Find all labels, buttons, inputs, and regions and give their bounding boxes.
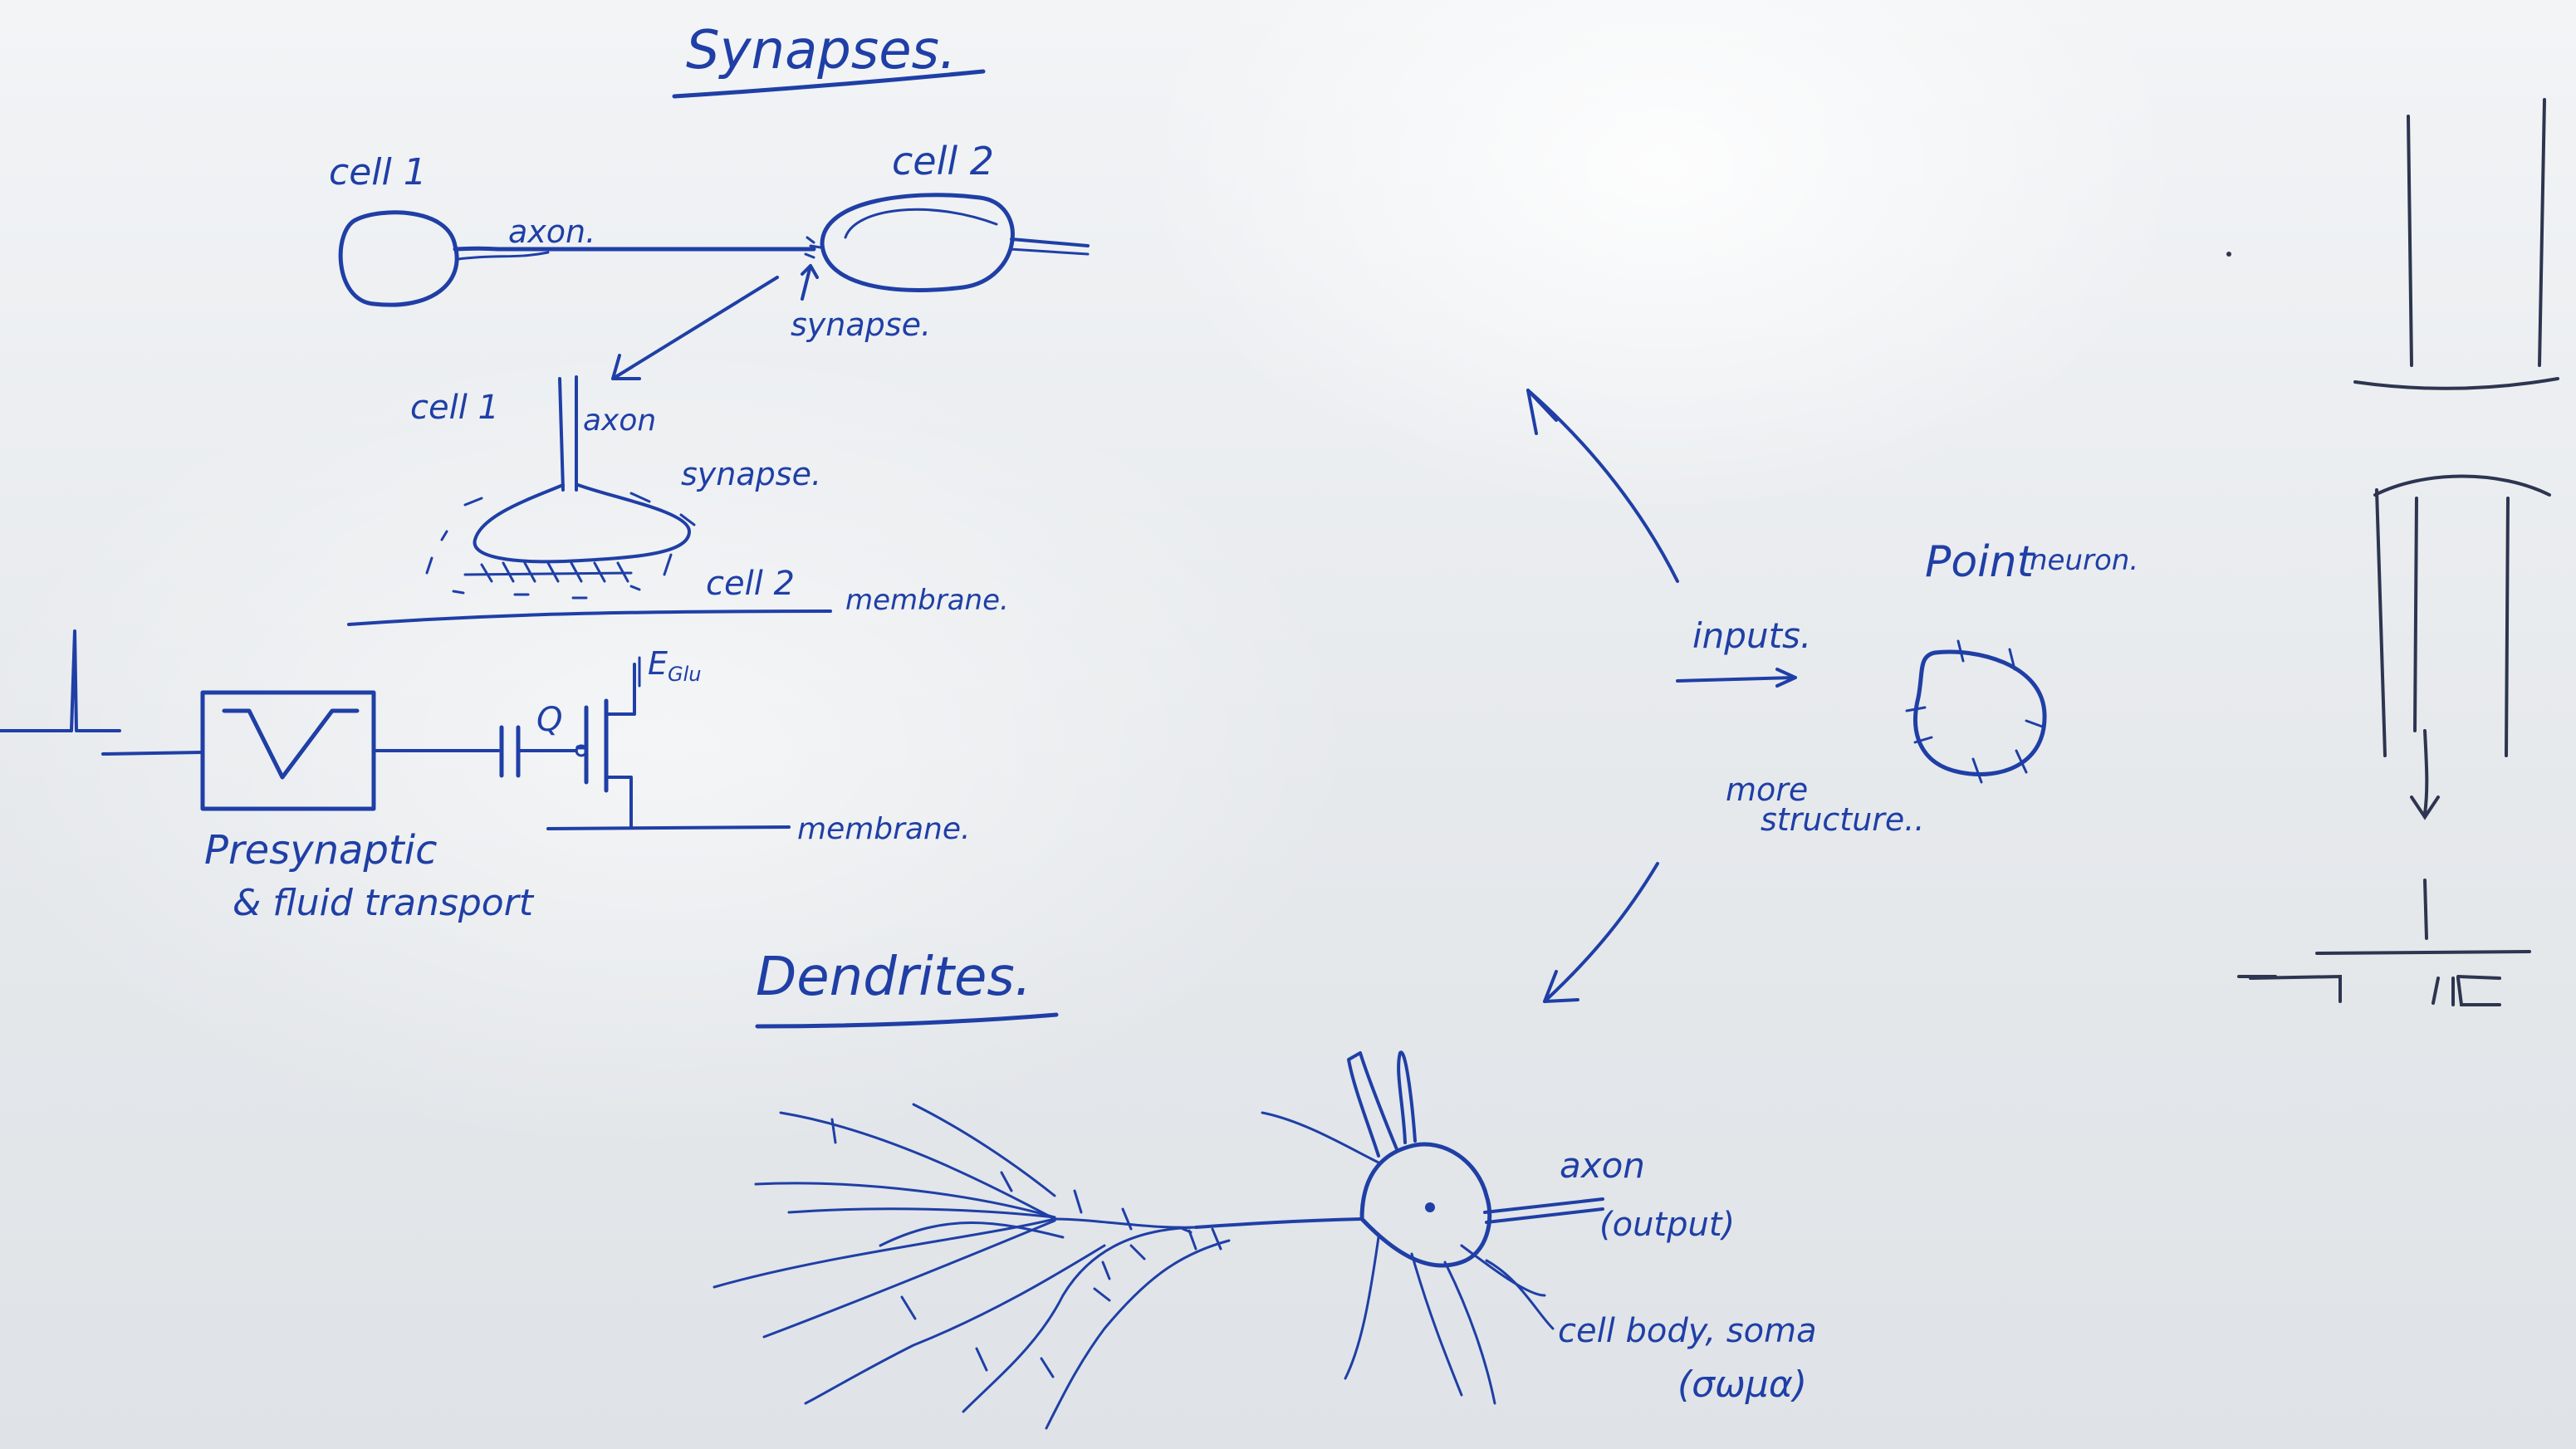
e-label: EGlu	[648, 645, 702, 686]
spike-input	[0, 629, 121, 732]
gate-terminals	[2249, 974, 2501, 1006]
gate-plate	[2315, 950, 2531, 955]
membrane-line-mid	[347, 609, 832, 626]
fluid-transport-label: & fluid transport	[233, 882, 535, 924]
terminal-dashes	[440, 492, 696, 541]
soma-upper-dendrite-2	[1397, 1050, 1417, 1144]
soma-lower-dendrite-1	[1344, 1236, 1380, 1380]
dendrite-branch-6	[762, 1219, 1056, 1339]
dendrite-branch-9	[879, 1221, 1065, 1247]
input-wire	[101, 751, 204, 756]
dendrite-branch-1	[1053, 1217, 1197, 1229]
dendrite-branch-5	[713, 1217, 1056, 1289]
dendrite-branch-10	[912, 1103, 1056, 1197]
synapse-mid-label: synapse.	[681, 456, 821, 492]
cell1-top-label: cell 1	[329, 151, 427, 193]
zoom-arrow	[611, 276, 779, 380]
soma-greek-label: (σωμα)	[1677, 1363, 1807, 1406]
arrow-down-left-head	[1543, 970, 1579, 1003]
cell2-top-label: cell 2	[892, 139, 994, 184]
dendrite-trunk	[1194, 1217, 1364, 1229]
arrow-up-left	[1526, 389, 1679, 583]
point-neuron-crosses	[1905, 639, 2046, 784]
arrow-down-left	[1543, 862, 1659, 1003]
receptor-crosses	[480, 561, 629, 583]
soma-lower-dendrite-2	[1410, 1252, 1463, 1397]
soma-lower-dendrite-3	[1443, 1261, 1496, 1405]
transistor-leads	[605, 663, 636, 829]
presynaptic-label: Presynaptic	[204, 827, 437, 874]
dendrite-branch-3	[754, 1182, 1056, 1219]
synapse-top-label: synapse.	[791, 306, 931, 343]
membrane-mid-label: membrane.	[845, 584, 1009, 617]
capacitor	[499, 725, 521, 778]
structure-label: structure..	[1761, 801, 1924, 838]
board-speck	[2226, 252, 2231, 257]
dendrite-branch-4	[787, 1207, 1056, 1219]
inputs-arrow	[1676, 668, 1797, 688]
cell2-mid-label: cell 2	[706, 565, 795, 603]
receptor-row	[463, 571, 633, 576]
soma	[1359, 1142, 1492, 1268]
axon-mid-label: axon	[583, 404, 656, 438]
more-label: more	[1726, 771, 1808, 808]
tube-left-top	[2407, 115, 2413, 367]
membrane-dashes	[452, 585, 641, 600]
gate-drain	[2456, 977, 2501, 1006]
membrane-line-low	[546, 825, 791, 830]
soma-nucleus	[1425, 1202, 1435, 1212]
inputs-label: inputs.	[1692, 615, 1811, 656]
tube-bottom-cap	[2373, 474, 2551, 497]
dendrite-branch-8	[804, 1244, 1106, 1405]
soma-upper-dendrite-1	[1347, 1051, 1398, 1158]
dendrite-branch-7	[962, 1226, 1197, 1413]
point-label: Point	[1925, 537, 2035, 587]
dendrites-title: Dendrites.	[756, 947, 1031, 1008]
neuron-label: neuron.	[2030, 544, 2138, 577]
dendritic-tree	[713, 1103, 1364, 1430]
output-label: (output)	[1599, 1206, 1735, 1244]
cell-body-label: cell body, soma	[1558, 1312, 1817, 1350]
filter-waveform	[222, 708, 360, 780]
cell-body-leader	[1485, 1259, 1555, 1330]
tube-down-arrow	[2410, 729, 2440, 820]
synaptic-terminal	[473, 483, 691, 564]
dendrites-title-underline	[755, 1012, 1059, 1029]
arrow-up-left-head	[1526, 389, 1558, 435]
gate-lead	[2423, 879, 2428, 940]
cell1-mid-label: cell 1	[410, 389, 499, 427]
tube-left-outer	[2375, 488, 2387, 757]
synapses-title-underline	[672, 69, 986, 99]
dendrite-branch-2	[779, 1111, 1056, 1221]
soma-lower-dendrite-4	[1460, 1244, 1546, 1297]
tube-top-cap	[2353, 377, 2559, 390]
dendrite-synapse-crosses	[830, 1118, 1222, 1378]
synapses-title: Synapses.	[686, 20, 956, 81]
point-neuron-circle	[1913, 649, 2047, 776]
cell2-axon-2	[1008, 247, 1090, 256]
synapse-marks-top	[804, 236, 822, 259]
transistor-gate-bubble	[575, 744, 588, 757]
axon-line-top	[453, 246, 816, 252]
dendrite-branch-11	[1045, 1239, 1231, 1430]
cell1-body	[338, 210, 459, 307]
axon-mid-lines	[558, 375, 578, 492]
zoom-arrow-head	[611, 354, 641, 380]
axon-top-label: axon.	[508, 213, 595, 250]
synapse-arrow-top	[801, 264, 819, 301]
soma-upper-dendrite-3	[1261, 1111, 1380, 1164]
cell2-membrane-detail	[844, 208, 998, 239]
tube-right-top	[2538, 98, 2546, 367]
membrane-side-marks	[425, 553, 673, 576]
axon-line-top-2	[457, 251, 550, 261]
membrane-low-label: membrane.	[797, 812, 970, 846]
tube-left-inner	[2413, 497, 2418, 732]
neuron-axon	[1483, 1197, 1604, 1224]
tube-right-outer	[2505, 497, 2510, 757]
cell2-axon-1	[1010, 237, 1090, 247]
axon-neuron-label: axon	[1560, 1145, 1645, 1186]
q-label: Q	[536, 701, 562, 739]
